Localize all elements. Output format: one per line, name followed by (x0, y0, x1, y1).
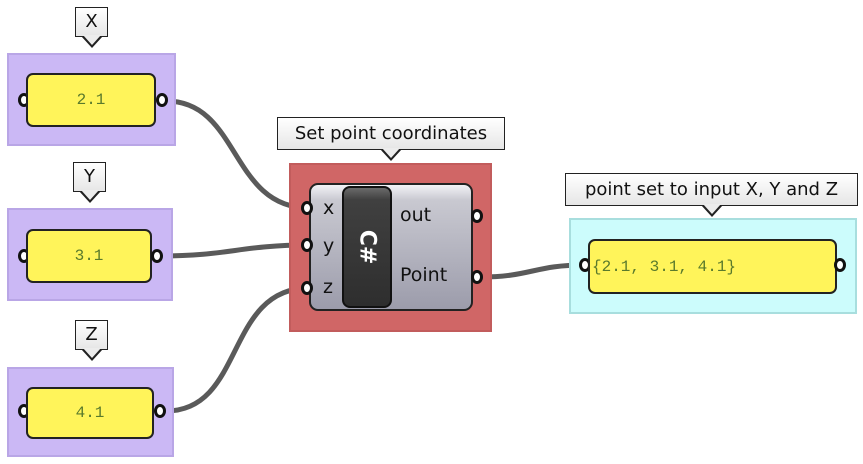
csharp-icon: C# (354, 229, 380, 265)
component-input-y-label: y (323, 235, 335, 257)
input-x-panel[interactable]: 2.1 (26, 73, 156, 127)
input-y-output-port[interactable] (151, 249, 163, 263)
component-output-point-label: Point (400, 264, 448, 286)
input-x-label-bubble: X (75, 7, 108, 48)
input-z-panel[interactable]: 4.1 (26, 387, 154, 439)
wire-y[interactable] (159, 242, 310, 259)
input-z-value: 4.1 (75, 404, 105, 422)
output-label-bubble: point set to input X, Y and Z (565, 173, 858, 217)
component-input-x-label: x (323, 197, 335, 219)
input-y-label: Y (84, 166, 95, 187)
input-x-output-port[interactable] (156, 93, 168, 107)
input-z-label-bubble: Z (75, 320, 108, 361)
component-input-x-port[interactable] (301, 201, 313, 215)
component-input-y-port[interactable] (301, 238, 313, 252)
component-label-bubble: Set point coordinates (277, 117, 505, 161)
output-group-label: point set to input X, Y and Z (584, 179, 839, 200)
input-y-panel[interactable]: 3.1 (26, 229, 152, 283)
component-input-z-label: z (323, 276, 333, 298)
output-panel[interactable]: {2.1, 3.1, 4.1} (588, 239, 837, 294)
component-output-out-label: out (400, 204, 432, 226)
component-group-label: Set point coordinates (294, 123, 488, 144)
input-y-label-bubble: Y (73, 162, 106, 203)
output-value: {2.1, 3.1, 4.1} (592, 257, 737, 276)
input-y-value: 3.1 (74, 247, 104, 265)
output-panel-output-port[interactable] (834, 258, 846, 272)
csharp-icon-block[interactable]: C# (342, 186, 392, 308)
component-output-out-port[interactable] (471, 209, 483, 223)
input-x-label: X (85, 11, 98, 32)
wire-z[interactable] (165, 285, 310, 414)
input-z-label: Z (85, 324, 98, 345)
input-x-value: 2.1 (76, 91, 106, 109)
component-output-point-port[interactable] (471, 270, 483, 284)
input-z-output-port[interactable] (154, 404, 166, 418)
component-input-z-port[interactable] (301, 281, 313, 295)
